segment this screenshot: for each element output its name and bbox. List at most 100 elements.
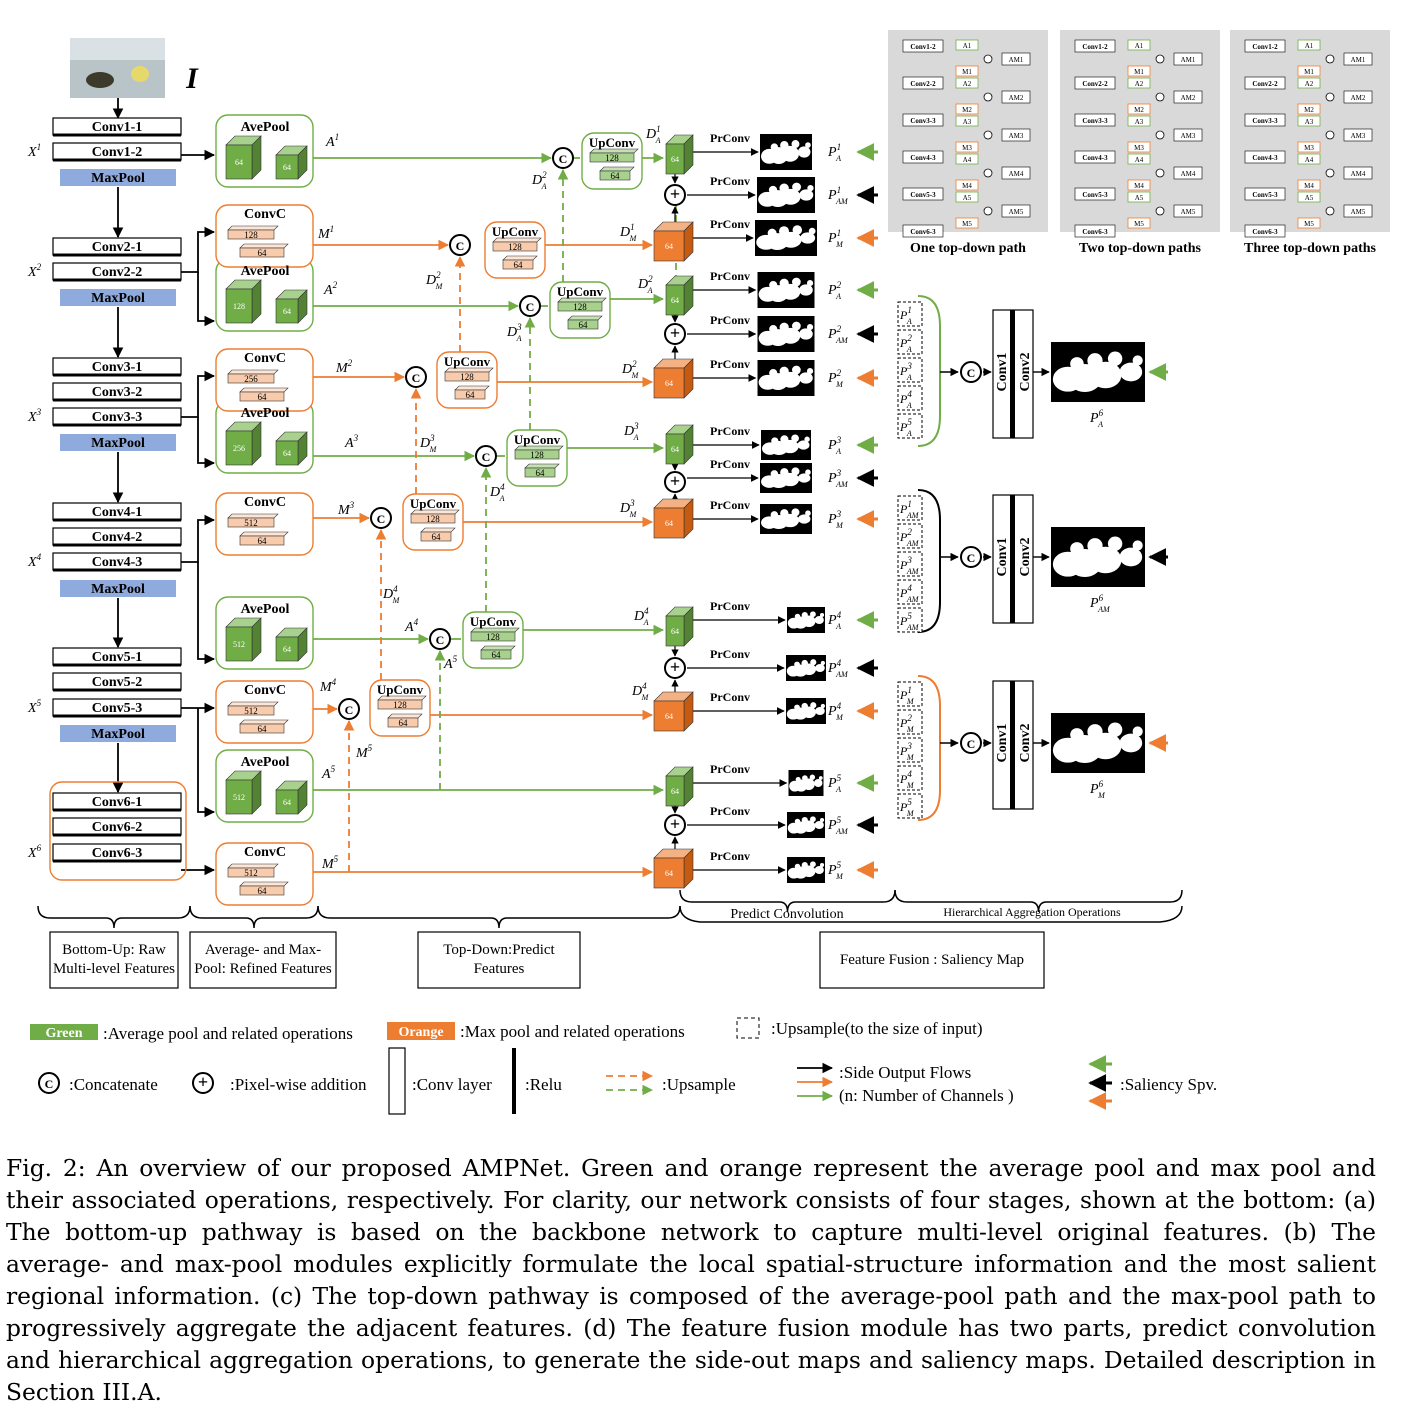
- panel-3-concat-4: [1325, 168, 1335, 178]
- backbone-maxpool-4: [60, 580, 176, 597]
- side-output-pa-5-chick-3: [814, 778, 823, 788]
- panel-2-m-2: [1127, 103, 1151, 115]
- pixel-add-3: [664, 471, 686, 493]
- upconv-avg-4-slab-out-channels: 64: [492, 650, 502, 660]
- side-output-pa-4-head-3: [819, 612, 825, 618]
- agg-conv2-label-2: Conv2: [1018, 538, 1033, 577]
- panel-2-am-4: [1173, 166, 1203, 180]
- backbone-conv-label-5-2: Conv5-2: [92, 675, 143, 690]
- side-output-pa-4-silhouette: [787, 611, 825, 629]
- label-m3: M3: [337, 500, 355, 518]
- stage-box-fusion-text: Feature Fusion : Saliency Map: [839, 951, 1025, 968]
- panel-1-m-3: [955, 141, 979, 153]
- upconv-max-3-slab-in: [410, 513, 456, 524]
- pixel-add-3-symbol: +: [670, 471, 680, 491]
- side-output-pm-5-head-3: [819, 862, 825, 868]
- agg-input-box-2-1: [897, 495, 923, 521]
- panel-2-a-5: [1127, 191, 1151, 203]
- label-up-m-3: M5: [355, 743, 373, 761]
- pixel-add-1-symbol: +: [670, 184, 680, 204]
- backbone-conv-label-3-3: Conv3-3: [92, 410, 143, 425]
- agg-conv1-label-3: Conv1: [995, 724, 1010, 763]
- side-output-pa-2-head-3: [806, 280, 814, 287]
- side-output-pm-2-head-3: [806, 368, 814, 375]
- prconv-label-2-1: PrConv: [710, 269, 750, 283]
- stage-box-bottom-up-text: Bottom-Up: Raw Multi-level Features: [52, 942, 176, 977]
- cube-da-4-channels: 64: [671, 627, 679, 636]
- backbone-conv-label-6-3: Conv6-3: [92, 846, 143, 861]
- upconv-avg-1-slab-out-channels: 64: [611, 171, 621, 181]
- stage-box-bottom-up-text-wrap: Bottom-Up: Raw Multi-level Features: [52, 942, 176, 977]
- panel-3-concat-2: [1325, 92, 1335, 102]
- cube-dm-1-channels: 64: [665, 242, 673, 251]
- side-output-pa-3-chick-2: [781, 439, 799, 454]
- panel-1-am-1: [1001, 52, 1031, 66]
- upconv-max-4-slab-in-channels: 128: [393, 700, 407, 710]
- side-output-pm-5-chick-2: [802, 865, 816, 878]
- panel-1-conv-2: [902, 76, 944, 90]
- side-output-pa-5-chick-2: [802, 778, 815, 791]
- upconv-max-3-slab-in-channels: 128: [426, 514, 440, 524]
- cube-da-4: [665, 615, 685, 647]
- panel-3-conv-4: [1244, 150, 1286, 164]
- side-output-pam-5-chick-2: [802, 820, 816, 833]
- panel-3-a-label-1: A1: [1305, 42, 1314, 50]
- panel-1-conv-4: [902, 150, 944, 164]
- avepool-input-cube-4: [225, 626, 253, 662]
- panel-2-m-label-1: M1: [1134, 68, 1144, 76]
- panel-2-am-label-5: AM5: [1181, 208, 1196, 216]
- flow-arrow: [197, 562, 216, 665]
- stage-box-pool-text: Average- and Max-Pool: Refined Features: [194, 942, 332, 977]
- panel-3-m-2: [1297, 103, 1321, 115]
- side-output-pam-3-chick-2: [781, 472, 799, 487]
- backbone-conv-label-4-3: Conv4-3: [92, 555, 143, 570]
- convc-title-5: ConvC: [244, 845, 286, 860]
- panel-2-m-label-4: M4: [1134, 182, 1144, 190]
- panel-2-conv-1: [1074, 39, 1116, 53]
- panel-1-conv-label-3: Conv3-3: [910, 117, 936, 125]
- panel-2-a-label-4: A4: [1135, 156, 1144, 164]
- prconv-label-3-3: PrConv: [710, 498, 750, 512]
- side-output-pm-3-head-3: [805, 510, 811, 517]
- prconv-label-2-2: PrConv: [710, 313, 750, 327]
- cube-da-2-channels: 64: [671, 296, 679, 305]
- panel-3-a-2: [1297, 77, 1321, 89]
- panel-2-a-label-1: A1: [1135, 42, 1144, 50]
- side-output-pm-5-head-2: [810, 861, 816, 868]
- label-a4: A4: [404, 617, 419, 635]
- convc-slab-in-4: [227, 705, 275, 716]
- panel-2-a-label-2: A2: [1135, 80, 1144, 88]
- avepool-output-cube-2-channels: 64: [283, 307, 291, 316]
- backbone-maxpool-label-3: MaxPool: [91, 436, 145, 451]
- panel-1-concat-4: [983, 168, 993, 178]
- convc-title-1: ConvC: [244, 207, 286, 222]
- label-m2: M2: [335, 358, 353, 376]
- upconv-avg-3-slab-in: [514, 449, 560, 460]
- side-output-pa-5-head-2: [809, 774, 816, 780]
- flow-arrow: [181, 514, 216, 563]
- agg-input-box-2-4: [897, 579, 923, 605]
- stage-box-topdown-text-wrap: Top-Down:Predict Features: [443, 942, 555, 977]
- side-output-pam-1-silhouette: [758, 182, 814, 208]
- label-a3: A3: [344, 433, 359, 451]
- panel-1-conv-label-1: Conv1-2: [910, 43, 936, 51]
- cube-dm-5-channels: 64: [665, 869, 673, 878]
- agg-input-box-3-2: [897, 709, 923, 735]
- panel-3-am-3: [1343, 128, 1373, 142]
- upconv-avg-2-slab-out-channels: 64: [579, 320, 589, 330]
- stage-box-topdown-text: Top-Down:Predict Features: [443, 942, 555, 977]
- panel-3-am-2: [1343, 90, 1373, 104]
- side-output-pm-5-silhouette: [787, 861, 825, 879]
- agg-bracket-2: [917, 489, 941, 633]
